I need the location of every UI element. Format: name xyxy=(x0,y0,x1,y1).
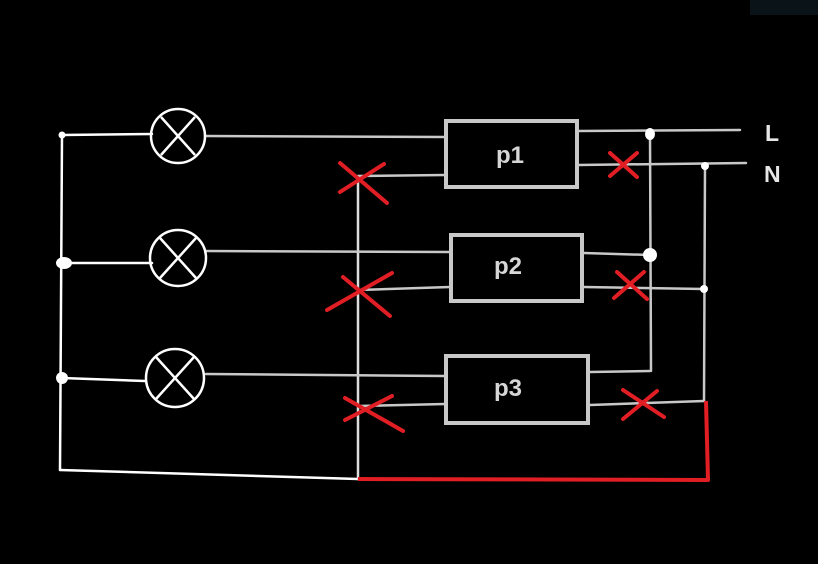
p2-to-L-wire xyxy=(582,251,652,257)
box-p1: p1 xyxy=(444,119,579,189)
lamp-3-to-p3-wire xyxy=(204,372,447,378)
rail-N-label: N xyxy=(764,161,781,187)
junctions xyxy=(56,128,709,384)
lamp-3 xyxy=(144,347,206,409)
lamp-2-cross xyxy=(159,237,197,279)
junction-dot xyxy=(643,248,657,262)
cross-marks xyxy=(325,151,666,433)
p2-to-N-wire xyxy=(582,285,706,291)
junction-dot xyxy=(701,162,709,170)
lamp-2 xyxy=(148,228,208,288)
lamp-2-to-p2-wire xyxy=(204,249,452,254)
junction-dot xyxy=(700,285,708,293)
box-p3-label: p3 xyxy=(494,375,522,402)
correction-wire xyxy=(357,400,710,482)
box-p3: p3 xyxy=(444,354,590,425)
lamp-1-to-p1-wire xyxy=(203,134,447,139)
cross-mark xyxy=(343,394,405,433)
bus-to-p1-wire xyxy=(356,173,447,178)
rail-L-label: L xyxy=(765,120,779,146)
junction-dot xyxy=(56,372,68,384)
box-p2: p2 xyxy=(449,233,584,303)
N-riser-wire xyxy=(702,164,707,403)
box-p1-frame xyxy=(444,119,579,189)
lamp-1-left-wire xyxy=(60,132,154,137)
lamp-2-circle xyxy=(148,228,208,288)
wires xyxy=(58,128,748,481)
lamp-1 xyxy=(149,107,207,165)
junction-dot xyxy=(645,128,655,140)
p1-to-N-wire xyxy=(576,161,748,167)
lamp-1-cross xyxy=(160,116,196,156)
left-bus-wire xyxy=(58,133,64,472)
junction-dot xyxy=(58,131,66,139)
lamp-3-cross xyxy=(155,356,195,400)
junction-dot xyxy=(56,257,72,269)
box-p1-label: p1 xyxy=(496,142,524,169)
bottom-return-wire xyxy=(58,468,360,481)
lamp-3-circle xyxy=(144,347,206,409)
cross-mark xyxy=(612,270,649,301)
corner-artifact xyxy=(750,0,818,15)
cross-mark xyxy=(621,388,666,421)
p1-to-L-wire xyxy=(576,128,742,133)
bus-to-p2-wire xyxy=(356,285,452,292)
box-p2-label: p2 xyxy=(494,253,522,280)
box-p2-frame xyxy=(449,233,584,303)
lamp-1-circle xyxy=(149,107,207,165)
lamp-3-left-wire xyxy=(60,376,147,383)
cross-mark xyxy=(608,151,639,179)
p3-to-N-wire xyxy=(588,399,706,407)
cross-mark xyxy=(325,271,394,318)
p3-to-L-wire xyxy=(588,369,652,374)
cross-mark xyxy=(338,161,389,205)
box-p3-frame xyxy=(444,354,590,425)
